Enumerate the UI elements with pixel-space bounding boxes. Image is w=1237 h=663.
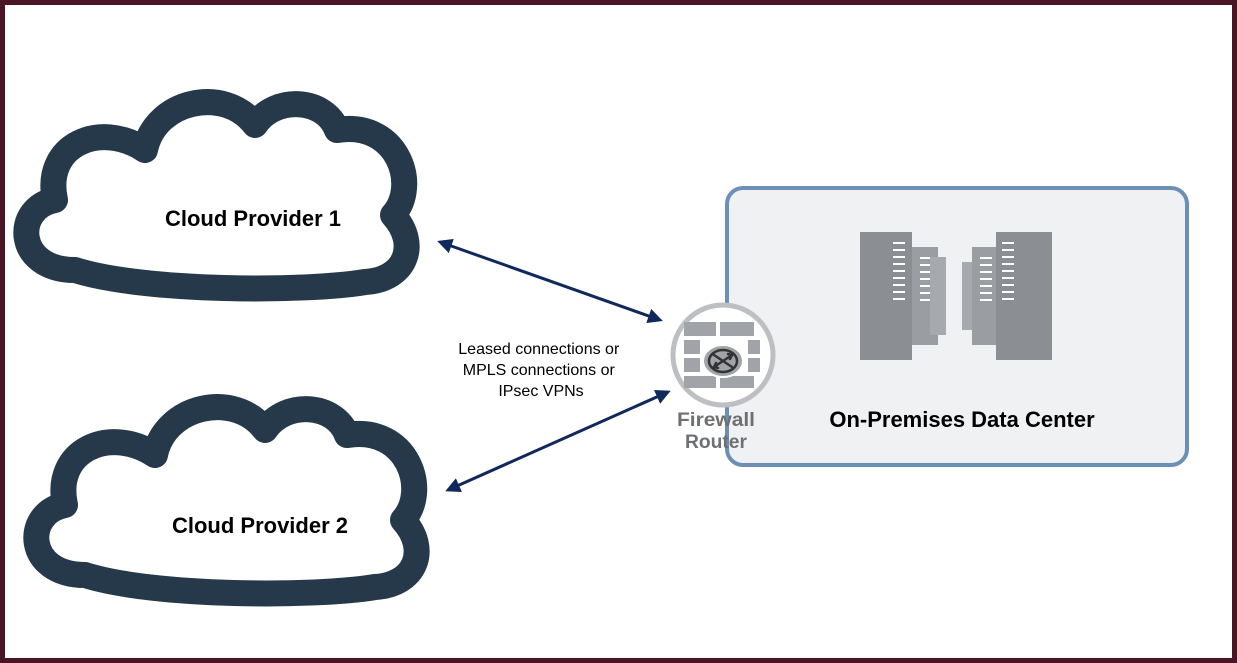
- cloud-provider-2: [36, 407, 416, 593]
- connection-arrow-2: [445, 390, 671, 492]
- connection-label: Leased connections or MPLS connections o…: [458, 341, 623, 400]
- connection-label-line-2: MPLS connections or: [463, 362, 616, 379]
- cloud-provider-1-label: Cloud Provider 1: [165, 206, 341, 231]
- gateway-label-router: Router: [685, 432, 748, 453]
- firewall-router-icon: [670, 302, 776, 408]
- connection-arrow-1: [437, 238, 663, 324]
- connection-label-line-3: IPsec VPNs: [498, 383, 583, 400]
- gateway-label-firewall: Firewall: [677, 410, 755, 431]
- connection-label-line-1: Leased connections or: [458, 341, 620, 358]
- cloud-provider-2-label: Cloud Provider 2: [172, 513, 348, 538]
- cloud-provider-1: [26, 102, 406, 288]
- datacenter-label: On-Premises Data Center: [829, 407, 1095, 432]
- server-rack-icon: [860, 232, 1052, 360]
